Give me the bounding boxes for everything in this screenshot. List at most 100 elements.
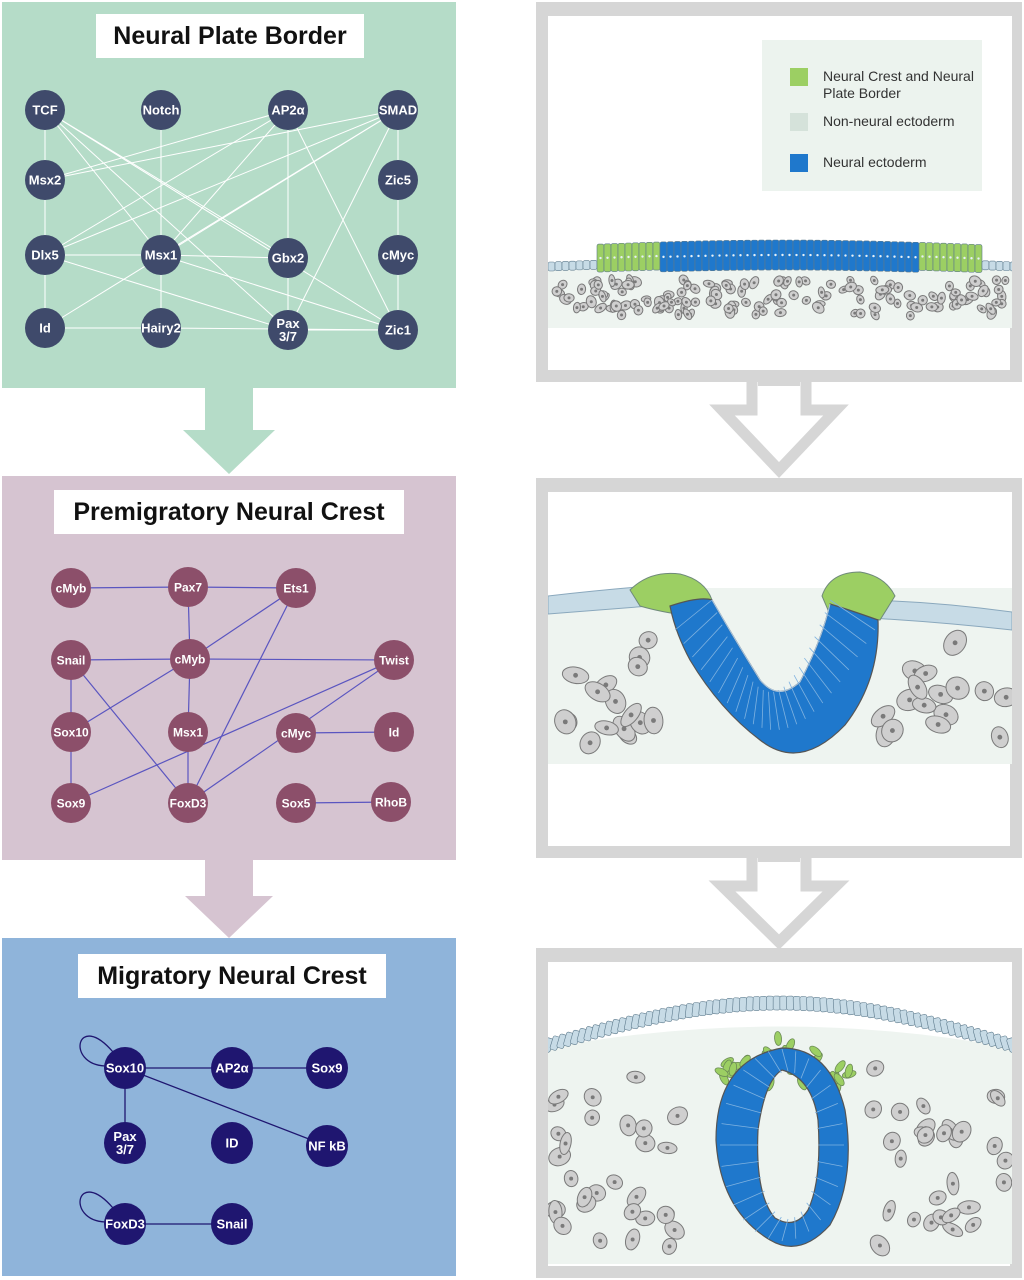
mesenchyme-cells-1: [551, 274, 1010, 321]
gene-node-circle: [211, 1122, 253, 1164]
hollow-arrow-1: [709, 380, 849, 478]
edge-pnc-ets1-cmyb: [189, 587, 297, 660]
gene-node-foxd3: FoxD3: [104, 1203, 146, 1245]
gene-node-cmyb: cMyb: [170, 639, 210, 679]
gene-label: Id: [39, 321, 51, 336]
edge-npb-tcf-msx1: [44, 109, 162, 256]
gene-node-circle: [51, 640, 91, 680]
gene-label: Zic5: [385, 173, 411, 188]
edge-npb-tcf-pax-3-7: [44, 109, 289, 331]
panel-neural-plate-border: Neural Plate Border: [2, 2, 456, 388]
gene-node-id: Id: [25, 308, 65, 348]
self-loop-sox10: [79, 1035, 114, 1067]
gene-node-nf-kb: NF kB: [306, 1125, 348, 1167]
gene-node-cmyb: cMyb: [51, 568, 91, 608]
gene-label: FoxD3: [105, 1217, 145, 1232]
gene-node-zic5: Zic5: [378, 160, 418, 200]
edge-npb-smad-id: [44, 109, 399, 329]
gene-label: FoxD3: [170, 797, 207, 811]
gene-label: Hairy2: [141, 321, 181, 336]
edge-npb-msx1-zic1: [160, 254, 399, 331]
edge-npb-ap2-msx1: [160, 109, 289, 256]
gene-label: Sox9: [311, 1061, 342, 1076]
legend-swatch-neural-crest: [790, 68, 808, 86]
gene-label: Msx1: [173, 726, 203, 740]
legend-swatch-neural-ectoderm: [790, 154, 808, 172]
gene-node-circle: [276, 713, 316, 753]
gene-node-circle: [276, 783, 316, 823]
gene-node-pax7: Pax7: [168, 567, 208, 607]
gene-node-circle: [378, 310, 418, 350]
edge-npb-smad-dlx5: [44, 109, 399, 256]
gene-node-circle: [306, 1125, 348, 1167]
gene-label: Ets1: [283, 582, 309, 596]
mesenchyme-cells-3: [548, 1060, 1012, 1257]
gene-label: Msx1: [145, 248, 178, 263]
legend-label-non-neural: Non-neural ectoderm: [823, 113, 955, 129]
gene-node-snail: Snail: [51, 640, 91, 680]
gene-label: Msx2: [29, 173, 62, 188]
edge-npb-ap2-msx2: [44, 109, 289, 181]
edge-npb-smad-pax-3-7: [287, 109, 399, 331]
gene-node-circle: [168, 783, 208, 823]
gene-node-circle: [141, 308, 181, 348]
gene-node-id: ID: [211, 1122, 253, 1164]
gene-node-cmyc: cMyc: [276, 713, 316, 753]
gene-node-circle: [141, 235, 181, 275]
gene-label: Notch: [143, 103, 180, 118]
gene-node-sox10: Sox10: [51, 712, 91, 752]
panel-title-pnc: Premigratory Neural Crest: [54, 490, 404, 534]
edge-npb-ap2-dlx5: [44, 109, 289, 256]
edge-pnc-sox10-cmyb: [70, 658, 191, 733]
gene-node-circle: [268, 90, 308, 130]
gene-label: RhoB: [375, 796, 407, 810]
gene-node-circle: [141, 90, 181, 130]
gene-node-foxd3: FoxD3: [168, 783, 208, 823]
gene-node-msx2: Msx2: [25, 160, 65, 200]
gene-node-msx1: Msx1: [141, 235, 181, 275]
legend-item-neural-ectoderm: Neural ectoderm: [790, 154, 988, 172]
gene-node-circle: [25, 235, 65, 275]
legend-label-neural-ectoderm: Neural ectoderm: [823, 154, 927, 170]
gene-node-cmyc: cMyc: [378, 235, 418, 275]
gene-label: Dlx5: [31, 248, 58, 263]
gene-node-circle: [51, 712, 91, 752]
legend-item-non-neural: Non-neural ectoderm: [790, 113, 988, 131]
gene-label: NF kB: [308, 1139, 346, 1154]
gene-node-circle: [168, 712, 208, 752]
gene-node-circle: [25, 90, 65, 130]
gene-node-notch: Notch: [141, 90, 181, 130]
gene-label: Sox10: [106, 1061, 144, 1076]
gene-node-sox10: Sox10: [104, 1047, 146, 1089]
gene-node-rhob: RhoB: [371, 782, 411, 822]
gene-node-tcf: TCF: [25, 90, 65, 130]
edge-npb-tcf-zic1: [44, 109, 399, 331]
gene-node-circle: [25, 308, 65, 348]
panel-migratory-neural-crest: Migratory Neural Crest: [2, 938, 456, 1276]
gene-node-ap2: AP2α: [211, 1047, 253, 1089]
gene-label: Pax7: [174, 581, 202, 595]
gene-label: Twist: [379, 654, 409, 668]
edge-pnc-twist-sox9: [70, 659, 395, 804]
gene-node-gbx2: Gbx2: [268, 238, 308, 278]
gene-node-circle: [51, 783, 91, 823]
gene-node-zic1: Zic1: [378, 310, 418, 350]
gene-node-id: Id: [374, 712, 414, 752]
gene-node-snail: Snail: [211, 1203, 253, 1245]
gene-node-circle: [211, 1047, 253, 1089]
edge-npb-smad-msx2: [44, 109, 399, 181]
gene-node-circle: [51, 568, 91, 608]
gene-label: Snail: [57, 654, 86, 668]
gene-label: AP2α: [215, 1061, 248, 1076]
panel-title-mnc: Migratory Neural Crest: [78, 954, 386, 998]
arrow-npb-to-pnc: [183, 388, 275, 474]
gene-node-ap2: AP2α: [268, 90, 308, 130]
gene-label: cMyc: [281, 727, 311, 741]
mesenchyme-cells-2: [554, 629, 1012, 755]
ectoderm-arc-3: [548, 995, 1012, 1053]
gene-label: Snail: [216, 1217, 247, 1232]
